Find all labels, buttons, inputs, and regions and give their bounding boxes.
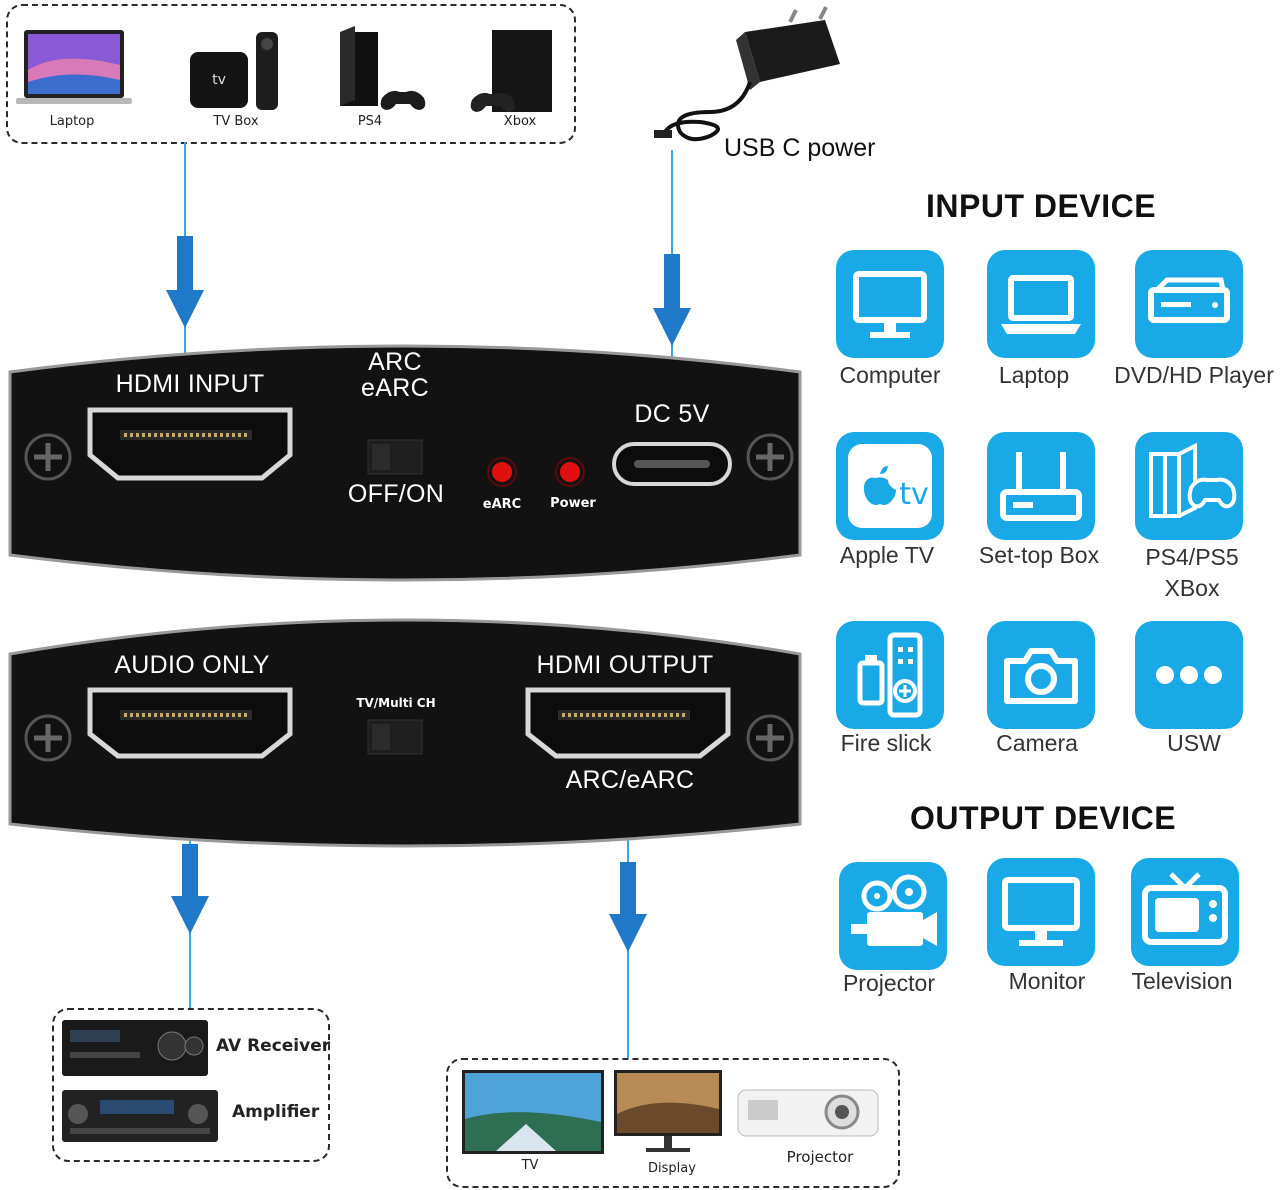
monitor-icon: [1002, 877, 1080, 946]
audio-device-images: [62, 1020, 218, 1142]
laptop-icon: [1001, 275, 1081, 334]
source-label-laptop: Laptop: [49, 114, 95, 129]
tv-label: TV: [521, 1158, 539, 1173]
more-dots-icon: [1156, 666, 1222, 684]
fire-stick-icon: [857, 632, 923, 718]
set-top-box-label: Set-top Box: [978, 542, 1100, 568]
computer-icon: [853, 271, 927, 338]
tvbox-image: tv: [190, 32, 278, 110]
television-label: Television: [1131, 968, 1233, 994]
computer-label: Computer: [839, 362, 941, 388]
laptop-label: Laptop: [998, 362, 1070, 388]
fire-stick-tile: [836, 621, 944, 729]
usw-tile: [1135, 621, 1243, 729]
usb-c-charger-image: [654, 6, 840, 142]
apple-tv-icon: tv: [848, 444, 932, 528]
display-image: [614, 1070, 722, 1152]
game-console-icon: [1149, 442, 1237, 518]
usw-label: USW: [1167, 730, 1221, 756]
laptop-image: [16, 30, 132, 104]
television-icon: [1142, 872, 1228, 945]
av-receiver-image: [62, 1020, 208, 1076]
projector-image: [737, 1089, 879, 1137]
amplifier-image: [62, 1090, 218, 1142]
usb-c-power-label: USB C power: [724, 134, 876, 162]
projector-output-label: Projector: [842, 970, 936, 996]
output-device-heading: OUTPUT DEVICE: [910, 800, 1177, 836]
earc-label: eARC: [361, 374, 429, 402]
source-label-ps4: PS4: [357, 114, 383, 129]
input-device-heading: INPUT DEVICE: [926, 188, 1157, 224]
projector-tile: [839, 862, 947, 970]
dvd-hd-player-label: DVD/HD Player: [1114, 362, 1274, 388]
monitor-label: Monitor: [1008, 968, 1086, 994]
source-label-xbox: Xbox: [503, 114, 537, 129]
xbox-image: [470, 30, 552, 112]
display-device-images: [462, 1070, 879, 1154]
arc-earc-output-label: ARC/eARC: [565, 766, 695, 794]
off-on-switch-label: OFF/ON: [347, 480, 445, 508]
output-panel: [8, 618, 802, 848]
dc-5v-label: DC 5V: [634, 400, 710, 428]
power-led-label: Power: [550, 496, 596, 511]
ps4-ps5-label: PS4/PS5: [1145, 544, 1239, 570]
projector-label: Projector: [786, 1148, 854, 1166]
set-top-box-tile: [987, 432, 1095, 540]
input-panel: [8, 344, 802, 582]
monitor-tile: [987, 858, 1095, 966]
tv-multi-ch-label: TV/Multi CH: [356, 696, 436, 710]
laptop-tile: [987, 250, 1095, 358]
set-top-box-icon: [1000, 452, 1082, 521]
television-tile: [1131, 858, 1239, 966]
dvd-player-tile: [1135, 250, 1243, 358]
camera-label: Camera: [996, 730, 1078, 756]
arc-label: ARC: [368, 348, 422, 376]
amplifier-label: Amplifier: [232, 1102, 320, 1122]
earc-led-label: eARC: [482, 497, 522, 512]
projector-icon: [851, 874, 937, 946]
camera-tile: [987, 621, 1095, 729]
fire-stick-label: Fire slick: [840, 730, 932, 756]
ps4-image: [340, 26, 426, 110]
tv-image: [462, 1070, 604, 1154]
audio-only-label: AUDIO ONLY: [114, 651, 270, 679]
display-label: Display: [648, 1161, 696, 1176]
xbox-label: XBox: [1164, 575, 1220, 601]
camera-icon: [1004, 648, 1078, 704]
hdmi-output-label: HDMI OUTPUT: [536, 651, 714, 679]
source-label-tvbox: TV Box: [213, 114, 259, 129]
apple-tv-label: Apple TV: [839, 542, 935, 568]
svg-text:tv: tv: [212, 72, 226, 88]
av-receiver-label: AV Receiver: [216, 1036, 331, 1056]
game-console-tile: [1135, 432, 1243, 540]
computer-tile: [836, 250, 944, 358]
apple-tv-tile: tv: [836, 432, 944, 540]
source-device-images: tv: [16, 26, 552, 112]
hdmi-input-label: HDMI INPUT: [115, 370, 265, 398]
apple-tv-logo-text: tv: [899, 477, 929, 512]
dvd-player-icon: [1148, 277, 1230, 323]
